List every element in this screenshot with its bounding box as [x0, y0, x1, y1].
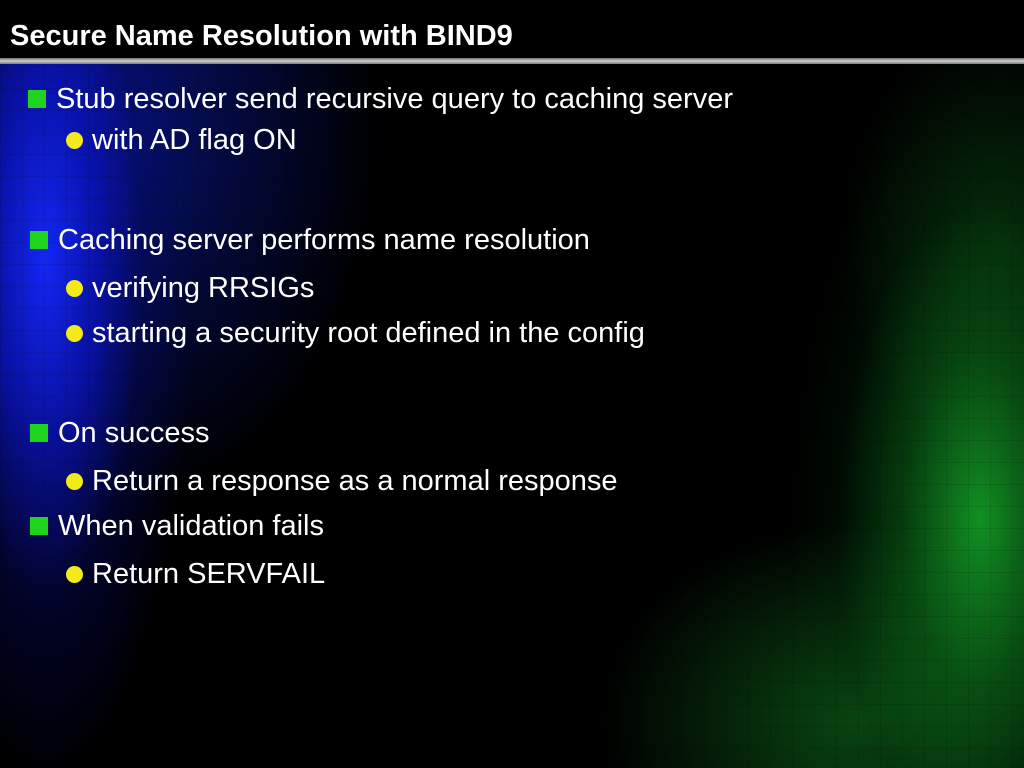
slide-title: Secure Name Resolution with BIND9 [10, 20, 513, 52]
yellow-circle-bullet-icon [66, 131, 83, 149]
sub-bullet-text: Return SERVFAIL [92, 558, 326, 590]
bullet-item: When validation fails [30, 509, 324, 543]
yellow-circle-bullet-icon [66, 279, 83, 297]
bullet-text: Stub resolver send recursive query to ca… [56, 83, 733, 115]
yellow-circle-bullet-icon [66, 324, 83, 342]
yellow-circle-bullet-icon [66, 565, 83, 583]
bullet-text: Caching server performs name resolution [58, 224, 590, 256]
sub-bullet-item: verifying RRSIGs [66, 271, 314, 305]
sub-bullet-text: with AD flag ON [92, 124, 297, 156]
green-square-bullet-icon [30, 231, 48, 249]
sub-bullet-item: Return SERVFAIL [66, 557, 325, 591]
bullet-item: On success [30, 416, 210, 450]
green-square-bullet-icon [30, 517, 48, 535]
sub-bullet-text: Return a response as a normal response [92, 465, 618, 497]
sub-bullet-text: starting a security root defined in the … [92, 317, 645, 349]
sub-bullet-text: verifying RRSIGs [92, 272, 315, 304]
bullet-item: Stub resolver send recursive query to ca… [28, 82, 733, 116]
title-bar: Secure Name Resolution with BIND9 [0, 0, 1024, 58]
yellow-circle-bullet-icon [66, 472, 83, 490]
sub-bullet-item: Return a response as a normal response [66, 464, 618, 498]
green-square-bullet-icon [30, 424, 48, 442]
sub-bullet-item: with AD flag ON [66, 123, 297, 157]
title-divider [0, 58, 1024, 64]
sub-bullet-item: starting a security root defined in the … [66, 316, 645, 350]
green-square-bullet-icon [28, 90, 46, 108]
bullet-text: When validation fails [58, 510, 324, 542]
bullet-item: Caching server performs name resolution [30, 223, 590, 257]
bullet-text: On success [58, 417, 210, 449]
